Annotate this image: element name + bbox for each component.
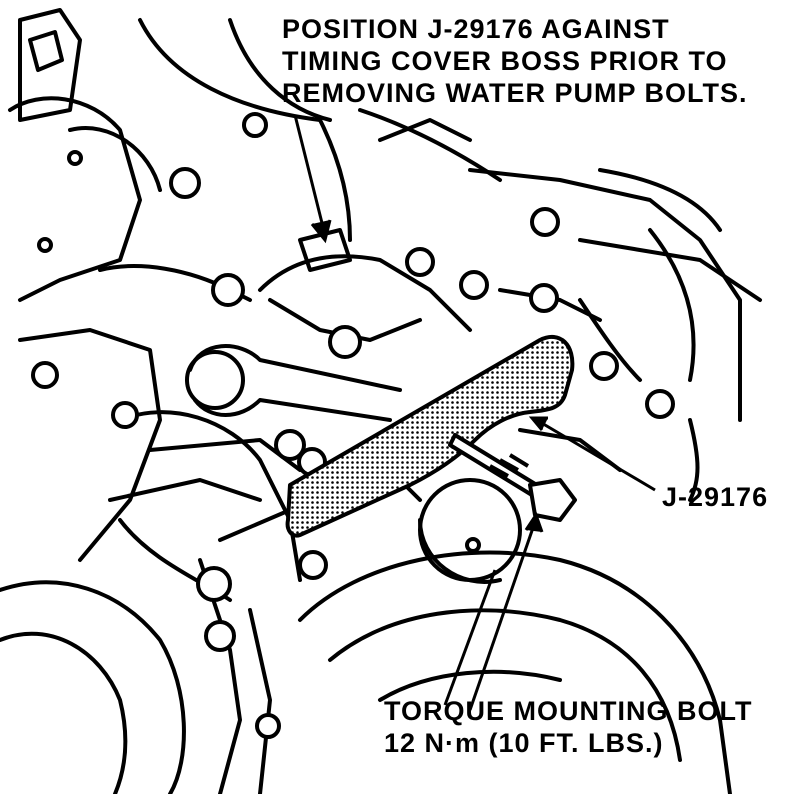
tool-label: J-29176 [662,482,769,512]
position-note-line-1: POSITION J-29176 AGAINST [282,14,670,44]
position-note: POSITION J-29176 AGAINST TIMING COVER BO… [282,14,748,110]
torque-note-line-2: 12 N·m (10 FT. LBS.) [384,727,664,758]
torque-note-line-1: TORQUE MOUNTING BOLT [384,696,753,726]
mounting-bolt [448,433,577,522]
position-note-line-2: TIMING COVER BOSS PRIOR TO [282,45,728,76]
engine-block-outline [0,8,762,794]
torque-note: TORQUE MOUNTING BOLT 12 N·m (10 FT. LBS.… [384,696,752,760]
leader-lines [293,114,656,711]
bolt-heads [31,112,675,739]
j-29176-tool [285,334,575,538]
position-note-line-3: REMOVING WATER PUMP BOLTS. [282,77,748,108]
